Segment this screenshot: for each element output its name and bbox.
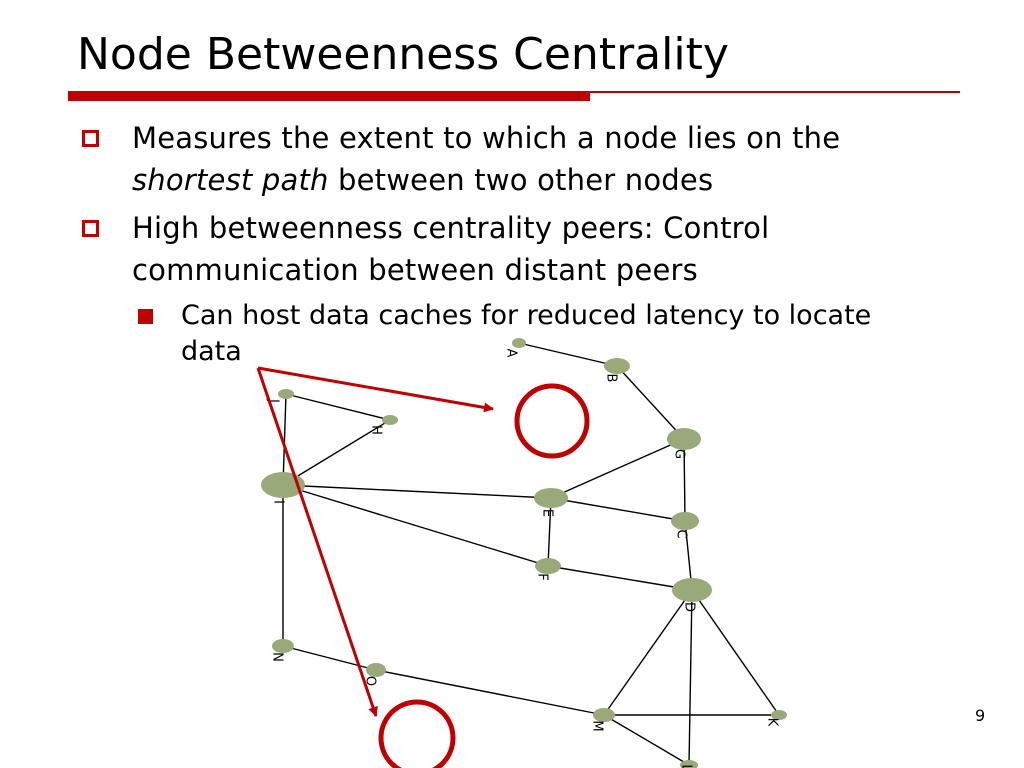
hollow-square-bullet-icon (82, 130, 99, 147)
graph-edge-a-b (518, 342, 618, 367)
graph-node-label-n: N (270, 652, 285, 662)
title-underline-thin (590, 91, 960, 93)
bullet-line: High betweenness centrality peers: Contr… (132, 211, 770, 245)
sub-bullet-item: Can host data caches for reduced latency… (138, 298, 1001, 370)
bullet-line: communication between distant peers (132, 253, 698, 287)
graph-node-a (512, 338, 526, 348)
bullet-line: Measures the extent to which a node lies… (132, 121, 841, 155)
graph-node-e (534, 488, 568, 508)
graph-edge-j-h (285, 393, 391, 421)
graph-edge-d-m (603, 589, 693, 716)
graph-node-b (604, 358, 630, 374)
graph-edge-e-f (547, 497, 552, 567)
graph-node-f (535, 558, 561, 574)
graph-node-label-a: A (504, 349, 519, 358)
graph-node-label-c: C (674, 529, 689, 538)
emphasis-text: shortest path (132, 163, 329, 197)
graph-node-g (667, 428, 701, 450)
graph-node-c (671, 512, 699, 530)
graph-edge-e-c (550, 497, 686, 522)
pointer-arrow-down (256, 367, 378, 717)
graph-edges (282, 342, 780, 766)
graph-node-label-i: I (271, 500, 286, 504)
graph-node-n (272, 639, 294, 653)
bullet-text: between two other nodes (328, 163, 714, 197)
graph-edge-i-e (282, 484, 552, 499)
graph-node-label-f: F (535, 573, 550, 580)
graph-node-d (672, 578, 712, 602)
graph-node-m (593, 708, 615, 722)
hollow-square-bullet-icon (82, 220, 99, 237)
highlight-circles (378, 383, 590, 768)
graph-edge-n-o (282, 645, 377, 671)
graph-node-j (278, 389, 294, 399)
graph-node-label-d: D (682, 602, 697, 612)
graph-edge-g-c (683, 438, 686, 522)
slide-title: Node Betweenness Centrality (77, 29, 729, 80)
graph-edge-m-l (603, 714, 690, 766)
highlight-circle-empty-bottom (378, 699, 456, 768)
graph-node-label-b: B (604, 374, 619, 383)
graph-node-label-l: L (679, 764, 694, 768)
graph-node-label-h: H (369, 425, 384, 435)
graph-node-label-e: E (540, 509, 555, 517)
bullet-line: data (181, 336, 242, 367)
graph-node-h (382, 415, 398, 425)
graph-nodes: A B G H J I E C F D N O M K L (261, 338, 787, 768)
graph-edge-f-d (547, 565, 693, 591)
pointer-arrow-right (257, 366, 494, 413)
graph-node-label-o: O (363, 676, 378, 686)
bullet-line: Can host data caches for reduced latency… (181, 300, 872, 331)
graph-edge-h-i (282, 419, 391, 486)
graph-node-o (366, 663, 386, 677)
filled-square-bullet-icon (138, 309, 153, 324)
graph-edge-j-i (282, 393, 287, 486)
graph-node-label-j: J (266, 398, 281, 403)
graph-edge-d-l (688, 589, 693, 766)
highlight-circle-empty-top (514, 383, 590, 459)
slide-number: 9 (975, 706, 986, 725)
graph-node-l (680, 760, 698, 768)
graph-node-k (771, 710, 787, 720)
graph-edge-g-e (550, 438, 685, 499)
graph-edge-d-k (691, 589, 780, 716)
graph-node-label-m: M (590, 720, 605, 731)
graph-edge-b-g (616, 365, 685, 440)
bullet-line: shortest path between two other nodes (132, 159, 982, 201)
title-underline-thick (68, 91, 590, 101)
graph-node-label-g: G (672, 449, 687, 459)
annotation-arrows (256, 366, 494, 717)
graph-edge-o-m (375, 669, 605, 716)
graph-node-label-k: K (765, 718, 780, 727)
graph-edge-i-f (282, 484, 549, 567)
bullet-item: High betweenness centrality peers: Contr… (82, 207, 982, 291)
bullet-item: Measures the extent to which a node lies… (82, 117, 982, 201)
